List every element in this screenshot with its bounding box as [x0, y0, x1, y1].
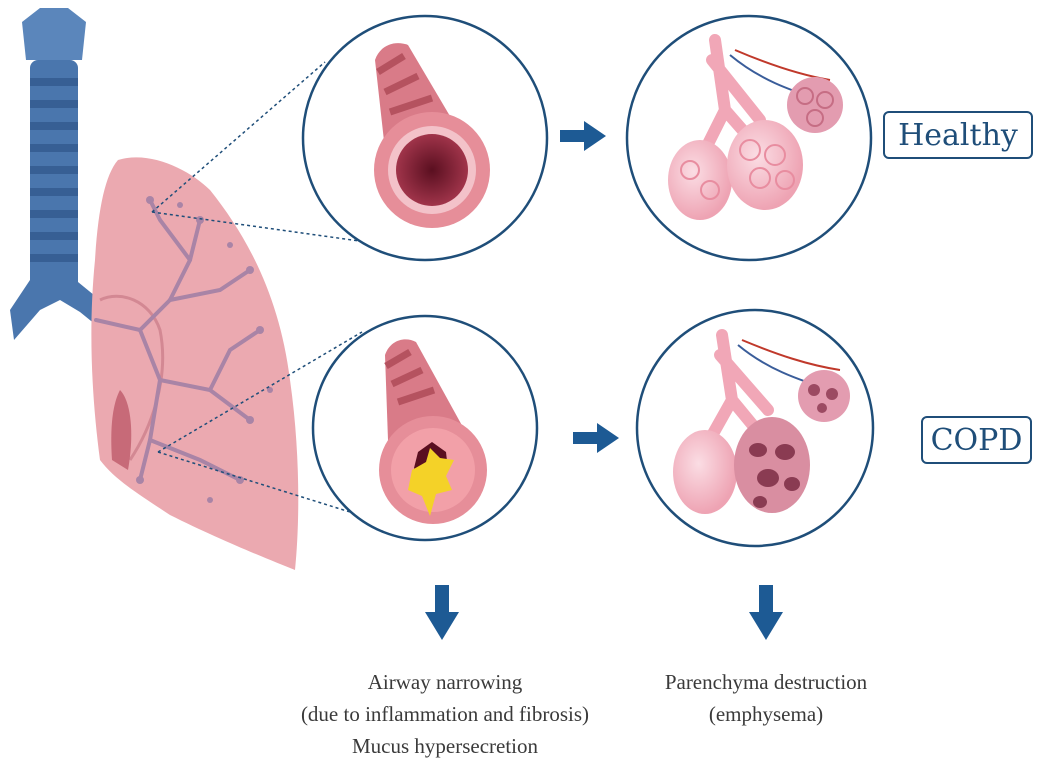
right-arrow-icon — [560, 121, 606, 151]
airway-caption-line2: (due to inflammation and fibrosis) — [265, 698, 625, 730]
right-arrow-icon — [573, 423, 619, 453]
copd-alveoli-circle — [637, 310, 873, 546]
parenchyma-caption-line2: (emphysema) — [630, 698, 902, 730]
down-arrow-icon — [749, 585, 783, 640]
healthy-label: Healthy — [883, 111, 1033, 159]
healthy-airway-circle — [303, 16, 547, 260]
healthy-label-text: Healthy — [898, 118, 1018, 153]
copd-label: COPD — [921, 416, 1032, 464]
airway-caption: Airway narrowing (due to inflammation an… — [265, 666, 625, 762]
airway-caption-line3: Mucus hypersecretion — [265, 730, 625, 762]
down-arrow-icon — [425, 585, 459, 640]
parenchyma-caption: Parenchyma destruction (emphysema) — [630, 666, 902, 730]
airway-caption-line1: Airway narrowing — [265, 666, 625, 698]
parenchyma-caption-line1: Parenchyma destruction — [630, 666, 902, 698]
healthy-alveoli-circle — [627, 16, 871, 260]
lung-illustration — [91, 157, 298, 570]
copd-airway-circle — [313, 316, 537, 540]
trachea-illustration — [10, 8, 100, 340]
copd-label-text: COPD — [931, 423, 1023, 458]
